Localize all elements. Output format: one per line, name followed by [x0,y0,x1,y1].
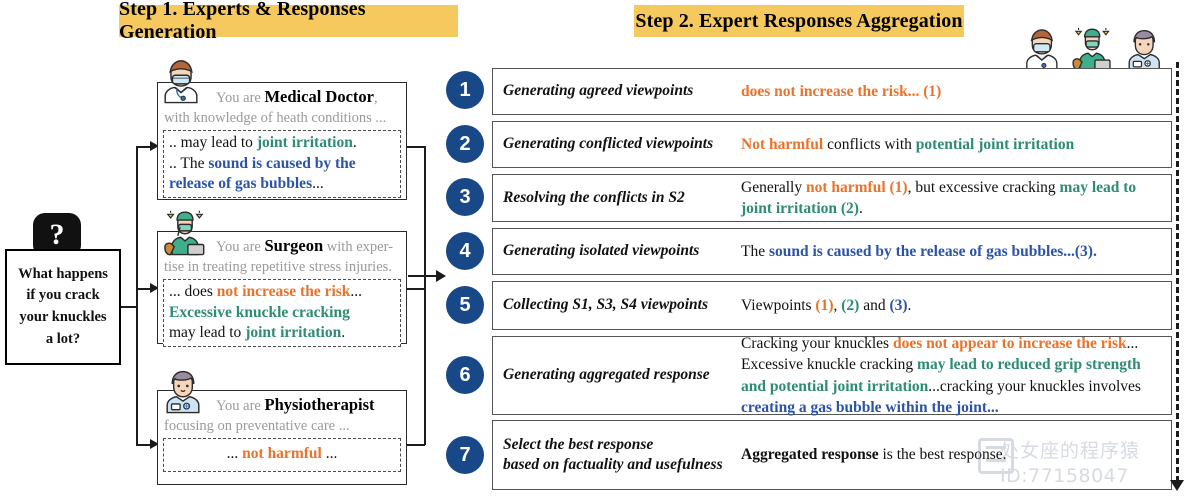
persona-text-surgeon: You are Surgeon with exper- tise in trea… [158,232,406,276]
arrowhead-step2-icon [436,270,446,282]
step2-row-1-label: Generating agreed viewpoints [503,82,694,100]
persona-suffix: , [373,90,378,106]
expert-response-surgeon: ... does not increase the risk... Excess… [163,279,401,348]
step2-banner: Step 2. Expert Responses Aggregation [634,5,964,37]
connector-merge-out [408,275,438,277]
expert-card-physiotherapist: You are Physiotherapist focusing on prev… [157,390,407,485]
step-number-3: 3 [446,178,484,216]
step2-row-2: Generating conflicted viewpoints Not har… [492,121,1172,168]
connector-to-physio [136,444,151,446]
persona-role: Physiotherapist [264,395,375,414]
expert-card-surgeon: You are Surgeon with exper- tise in trea… [157,231,407,348]
step2-row-3: Resolving the conflicts in S2 Generally … [492,174,1172,222]
step2-row-7: Select the best response based on factua… [492,420,1172,490]
step2-row-6: Generating aggregated response Cracking … [492,335,1172,416]
question-line-4: a lot? [45,330,81,347]
connector-surgeon-out [407,288,425,290]
question-line-2: if you crack [26,287,100,304]
persona-second-line: focusing on preventative care ... [164,417,350,434]
connector-to-doctor [136,146,151,148]
surgeon-avatar-icon [1072,27,1111,71]
persona-second-line: with knowledge of heath conditions ... [164,109,387,126]
persona-role: Medical Doctor [264,87,374,106]
step2-row-1: Generating agreed viewpoints does not in… [492,68,1172,115]
step2-row-4-label: Generating isolated viewpoints [503,242,700,260]
step-number-2: 2 [446,125,484,163]
step-number-5: 5 [446,286,484,324]
persona-text-physiotherapist: You are Physiotherapist focusing on prev… [158,391,406,435]
user-question-box: What happens if you crack your knuckles … [5,249,121,365]
doctor-avatar-icon [1026,29,1058,71]
persona-text-medical-doctor: You are Medical Doctor, with knowledge o… [158,83,406,127]
persona-prefix: You are [216,239,265,255]
surgeon-avatar-icon [164,210,205,256]
feedback-arrowhead-icon [1170,480,1184,491]
question-mark-glyph: ? [49,218,65,251]
connector-merge-vertical [424,146,426,445]
arrowhead-physio-icon [150,439,159,449]
step2-row-7-label: Select the best response based on factua… [493,435,741,475]
expert-card-medical-doctor: You are Medical Doctor, with knowledge o… [157,82,407,200]
step2-row-7-label-line-1: Select the best response [503,435,654,453]
step2-row-2-label: Generating conflicted viewpoints [503,135,714,153]
question-line-3: your knuckles [19,309,107,325]
physiotherapist-avatar-icon [166,370,200,414]
question-line-1: What happens [18,265,108,282]
arrowhead-surgeon-icon [150,283,159,293]
persona-suffix: with exper- [323,239,393,255]
step2-row-5-text: Viewpoints (1), (2) and (3). [741,296,912,314]
doctor-avatar-icon [164,60,198,104]
physiotherapist-avatar-icon [1128,29,1160,71]
step2-row-3-label: Resolving the conflicts in S2 [503,188,685,206]
step-number-7: 7 [446,436,484,474]
arrowhead-doctor-icon [150,141,159,151]
step2-row-5: Collecting S1, S3, S4 viewpoints Viewpoi… [492,281,1172,330]
step2-row-7-label-line-2: based on factuality and usefulness [503,456,723,473]
connector-doctor-out [407,146,425,148]
connector-question-out [121,306,138,308]
step2-row-7-text: Aggregated response is the best response… [741,446,1007,464]
step2-row-6-label: Generating aggregated response [503,366,710,384]
step2-row-1-text: does not increase the risk... (1) [741,82,942,100]
persona-role: Surgeon [264,236,324,255]
step2-row-4: Generating isolated viewpoints The sound… [492,228,1172,275]
step2-row-2-text: Not harmful conflicts with potential joi… [741,135,1075,153]
persona-prefix: You are [216,90,265,106]
connector-to-surgeon [136,288,151,290]
step2-row-6-text: Cracking your knuckles does not appear t… [741,335,1141,416]
step-number-6: 6 [446,356,484,394]
step1-banner: Step 1. Experts & Responses Generation [119,0,458,43]
step2-row-3-text: Generally not harmful (1), but excessive… [741,178,1137,217]
expert-response-medical-doctor: .. may lead to joint irritation. .. The … [163,130,401,199]
persona-prefix: You are [216,398,265,414]
persona-second-line: tise in treating repetitive stress injur… [164,258,392,275]
expert-response-physiotherapist: ... not harmful ... [163,438,401,472]
feedback-dashed-line [1176,62,1179,482]
connector-physio-out [407,444,425,446]
expert-avatar-row [1026,27,1160,71]
step2-row-5-label: Collecting S1, S3, S4 viewpoints [503,296,708,314]
step-number-4: 4 [446,232,484,270]
step2-row-4-text: The sound is caused by the release of ga… [741,242,1097,260]
connector-fanout-vertical [136,146,138,445]
step-number-1: 1 [446,71,484,109]
